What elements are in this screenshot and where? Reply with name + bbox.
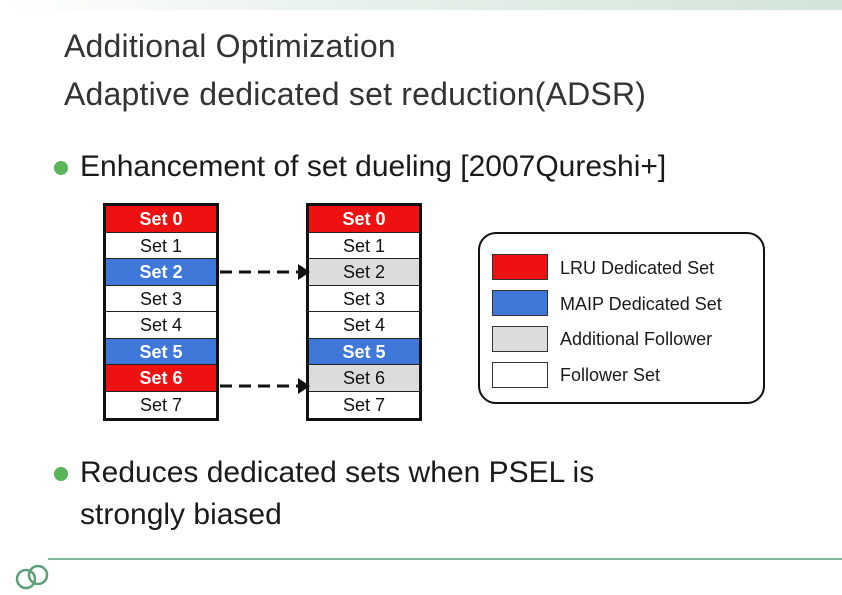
footer-rule [48, 558, 842, 560]
legend-swatch-lru [492, 254, 548, 280]
legend-label-maip: MAIP Dedicated Set [560, 294, 722, 314]
right-set-1: Set 1 [309, 232, 419, 259]
right-set-5: Set 5 [309, 338, 419, 365]
right-set-2: Set 2 [309, 259, 419, 286]
slide-title-line-2: Adaptive dedicated set reduction(ADSR) [64, 76, 647, 112]
right-set-0: Set 0 [309, 206, 419, 233]
legend-box: LRU Dedicated Set MAIP Dedicated Set Add… [478, 232, 765, 404]
arrow-set2 [220, 264, 310, 280]
company-logo-icon [15, 564, 49, 590]
bullet-dot-icon [54, 467, 68, 481]
left-set-7: Set 7 [106, 391, 216, 418]
legend-swatch-maip [492, 290, 548, 316]
left-set-4: Set 4 [106, 312, 216, 339]
right-set-3: Set 3 [309, 285, 419, 312]
left-set-6: Set 6 [106, 365, 216, 392]
slide-title-line-1: Additional Optimization [64, 28, 396, 64]
bullet-dot-icon [54, 161, 68, 175]
arrow-set6 [220, 378, 310, 394]
bullet-2-line-1: Reduces dedicated sets when PSEL is [80, 456, 595, 489]
legend-swatch-additional [492, 326, 548, 352]
legend-swatch-follower [492, 362, 548, 388]
top-decor-bar [0, 0, 842, 10]
left-set-0: Set 0 [106, 206, 216, 233]
legend-label-lru: LRU Dedicated Set [560, 258, 715, 278]
right-set-7: Set 7 [309, 391, 419, 418]
right-set-4: Set 4 [309, 312, 419, 339]
legend-label-follower: Follower Set [560, 365, 661, 385]
bullet-1-text: Enhancement of set dueling [2007Qureshi+… [80, 150, 667, 183]
right-set-6: Set 6 [309, 365, 419, 392]
legend-label-additional: Additional Follower [560, 329, 713, 349]
left-set-1: Set 1 [106, 232, 216, 259]
left-set-2: Set 2 [106, 259, 216, 286]
left-set-3: Set 3 [106, 285, 216, 312]
left-set-5: Set 5 [106, 338, 216, 365]
bullet-2-line-2: strongly biased [80, 498, 282, 531]
